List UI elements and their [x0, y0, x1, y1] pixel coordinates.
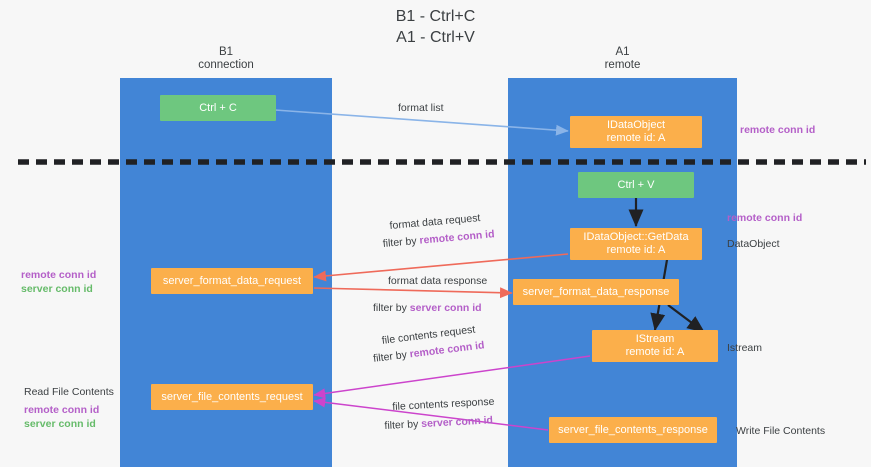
node-idataobject-getdata[interactable]: IDataObject::GetData remote id: A: [570, 228, 702, 260]
annotation-dataobject: DataObject: [727, 238, 780, 250]
page-title: B1 - Ctrl+C A1 - Ctrl+V: [395, 8, 476, 46]
node-server-file-contents-request[interactable]: server_file_contents_request: [151, 384, 313, 410]
arrow-format-data-response: [313, 287, 513, 299]
edge-label-format-data-response-filter-key: server conn id: [409, 302, 482, 314]
edge-label-file-contents-request-filter-prefix: filter by: [372, 348, 411, 365]
edge-label-file-contents-response-filter-key: server conn id: [420, 414, 494, 431]
edge-label-format-list: format list: [398, 102, 444, 114]
node-ctrl-v[interactable]: Ctrl + V: [578, 172, 694, 198]
node-istream[interactable]: IStream remote id: A: [592, 330, 718, 362]
annotation-right-remote-conn-id-top: remote conn id: [740, 124, 816, 136]
edge-label-format-data-response: format data response: [388, 275, 488, 287]
annotation-istream: Istream: [727, 342, 763, 354]
annotation-left-remote-conn-id: remote conn id: [21, 269, 97, 281]
edge-label-file-contents-response-filter-prefix: filter by: [384, 418, 422, 432]
node-server-file-contents-response[interactable]: server_file_contents_response: [549, 417, 717, 443]
node-ctrl-c[interactable]: Ctrl + C: [160, 95, 276, 121]
node-server-format-data-request[interactable]: server_format_data_request: [151, 268, 313, 294]
column-header-b1: B1 connection: [198, 46, 254, 71]
column-header-a1: A1 remote: [604, 46, 641, 71]
edge-label-format-data-request-filter-prefix: filter by: [382, 234, 421, 250]
edge-label-format-data-response-filter-prefix: filter by: [373, 302, 410, 314]
annotation-left-bottom-server-conn-id: server conn id: [24, 418, 96, 430]
node-server-format-data-response[interactable]: server_format_data_response: [513, 279, 679, 305]
annotation-left-bottom-remote-conn-id: remote conn id: [24, 404, 100, 416]
edge-label-format-data-request-filter-key: remote conn id: [418, 228, 495, 247]
annotation-right-remote-conn-id-mid: remote conn id: [727, 212, 803, 224]
annotation-read-file-contents: Read File Contents: [24, 386, 114, 398]
edge-label-file-contents-request-filter-key: remote conn id: [408, 339, 486, 361]
node-idataobject[interactable]: IDataObject remote id: A: [570, 116, 702, 148]
annotation-left-server-conn-id: server conn id: [21, 283, 93, 295]
annotation-write-file-contents: Write File Contents: [736, 425, 826, 437]
